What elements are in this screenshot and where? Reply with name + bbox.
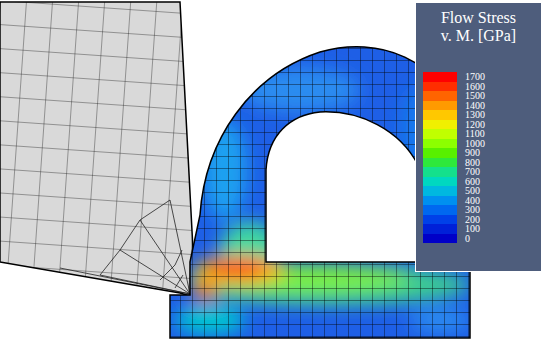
color-swatch xyxy=(423,215,457,225)
legend-row: 1100 xyxy=(423,129,485,139)
tool-mesh xyxy=(0,0,200,300)
legend-row: 1400 xyxy=(423,101,485,111)
color-swatch xyxy=(423,110,457,120)
color-swatch xyxy=(423,129,457,139)
color-swatch xyxy=(423,234,457,244)
legend-value: 1300 xyxy=(465,110,485,120)
legend-value: 0 xyxy=(465,234,470,244)
legend-row: 700 xyxy=(423,167,485,177)
color-swatch xyxy=(423,148,457,158)
legend-value: 300 xyxy=(465,205,480,215)
legend-row: 1600 xyxy=(423,82,485,92)
legend-value: 500 xyxy=(465,186,480,196)
legend-row: 1000 xyxy=(423,139,485,149)
legend-value: 1400 xyxy=(465,101,485,111)
legend-value: 1500 xyxy=(465,91,485,101)
legend-row: 1500 xyxy=(423,91,485,101)
legend-row: 300 xyxy=(423,205,485,215)
legend-value: 1600 xyxy=(465,82,485,92)
color-swatch xyxy=(423,158,457,168)
legend-row: 500 xyxy=(423,186,485,196)
legend-row: 900 xyxy=(423,148,485,158)
legend-value: 900 xyxy=(465,148,480,158)
tool-outline xyxy=(0,2,195,296)
legend-value: 400 xyxy=(465,196,480,206)
legend-row: 100 xyxy=(423,224,485,234)
legend-row: 200 xyxy=(423,215,485,225)
stress-field xyxy=(160,30,480,343)
color-swatch xyxy=(423,101,457,111)
legend-title: Flow Stress v. M. [GPa] xyxy=(436,9,522,45)
color-swatch xyxy=(423,196,457,206)
legend-value: 200 xyxy=(465,215,480,225)
legend-value: 100 xyxy=(465,224,480,234)
color-swatch xyxy=(423,167,457,177)
color-swatch xyxy=(423,224,457,234)
color-swatch xyxy=(423,205,457,215)
color-swatch xyxy=(423,72,457,82)
color-swatch xyxy=(423,177,457,187)
color-swatch xyxy=(423,82,457,92)
legend-row: 1200 xyxy=(423,120,485,130)
legend-value: 700 xyxy=(465,167,480,177)
cutting-tool xyxy=(0,0,200,300)
legend-value: 1100 xyxy=(465,129,485,139)
legend-value: 1200 xyxy=(465,120,485,130)
color-swatch xyxy=(423,139,457,149)
color-swatch xyxy=(423,120,457,130)
workpiece-outline xyxy=(170,47,470,338)
legend-value: 600 xyxy=(465,177,480,187)
legend-value: 1700 xyxy=(465,72,485,82)
legend-row: 400 xyxy=(423,196,485,206)
legend-row: 800 xyxy=(423,158,485,168)
legend-row: 1700 xyxy=(423,72,485,82)
legend-value: 800 xyxy=(465,158,480,168)
legend-value: 1000 xyxy=(465,139,485,149)
color-swatch xyxy=(423,186,457,196)
legend-row: 600 xyxy=(423,177,485,187)
legend-row: 0 xyxy=(423,234,485,244)
legend-row: 1300 xyxy=(423,110,485,120)
legend-panel: Flow Stress v. M. [GPa] 1700160015001400… xyxy=(415,2,542,272)
color-swatch xyxy=(423,91,457,101)
workpiece-and-chip xyxy=(160,30,480,343)
